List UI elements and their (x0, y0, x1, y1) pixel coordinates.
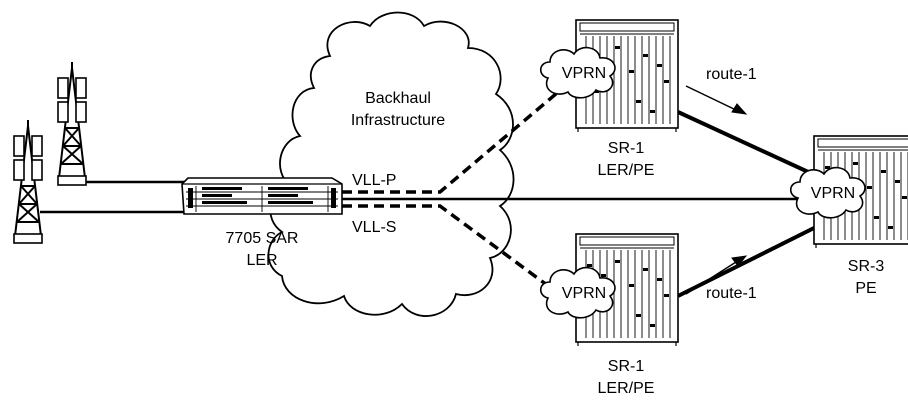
sar-role: LER (246, 252, 277, 269)
route-label-top: route-1 (706, 66, 757, 83)
router-bottom-name: SR-1 (608, 358, 645, 375)
route-label-bottom: route-1 (706, 285, 757, 302)
cloud-label-line2: Infrastructure (351, 112, 445, 129)
arrow-icon (685, 85, 748, 115)
router-right-service: VPRN (811, 185, 855, 202)
router-bottom-role: LER/PE (598, 380, 655, 397)
cloud-label-line1: Backhaul (365, 90, 431, 107)
cell-tower-icon (57, 61, 87, 186)
vll-p-label: VLL-P (352, 172, 396, 189)
vll-p-link (342, 80, 572, 194)
sar-chassis-icon (181, 177, 343, 215)
router-top-role: LER/PE (598, 162, 655, 179)
router-bottom-service: VPRN (562, 285, 606, 302)
pe-link-top (677, 110, 831, 184)
backhaul-cloud (267, 11, 515, 317)
cell-tower-icon (13, 119, 43, 244)
sar-name: 7705 SAR (226, 230, 299, 247)
vll-s-link (342, 204, 572, 304)
router-top-service: VPRN (562, 65, 606, 82)
router-top-name: SR-1 (608, 140, 645, 157)
vll-s-label: VLL-S (352, 219, 396, 236)
router-right-name: SR-3 (848, 258, 885, 275)
router-right-role: PE (855, 280, 876, 297)
arrow-icon (685, 255, 748, 295)
